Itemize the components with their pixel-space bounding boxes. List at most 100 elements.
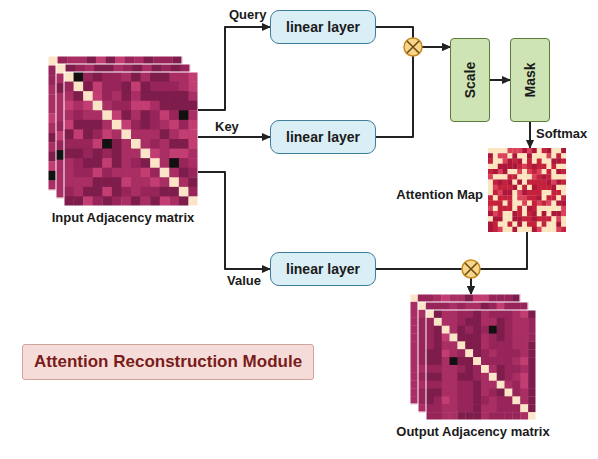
attention-cell [527, 185, 532, 191]
attention-cell [542, 148, 547, 154]
matrix-cell [504, 373, 512, 381]
matrix-cell [473, 341, 481, 349]
matrix-cell [410, 302, 418, 310]
matrix-cell [505, 326, 513, 334]
matrix-cell [426, 388, 434, 396]
matrix-cell [434, 349, 442, 357]
attention-cell [527, 153, 532, 159]
matrix-cell [441, 294, 449, 302]
matrix-cell [504, 388, 512, 396]
matrix-cell [520, 389, 528, 397]
matrix-cell [457, 404, 465, 412]
matrix-cell [74, 120, 84, 130]
attention-cell [547, 185, 552, 191]
matrix-cell [112, 120, 122, 130]
matrix-cell [410, 294, 418, 302]
matrix-cell [497, 381, 505, 389]
matrix-cell [497, 326, 505, 334]
matrix-cell [169, 72, 179, 82]
attention-cell [556, 148, 561, 154]
matrix-cell [465, 373, 473, 381]
matrix-cell [473, 318, 481, 326]
matrix-cell [520, 373, 528, 381]
linear-layer-box: linear layer [270, 252, 376, 286]
matrix-cell [449, 388, 457, 396]
matrix-cell [465, 404, 473, 412]
attention-cell [556, 190, 561, 196]
matrix-cell [121, 196, 131, 206]
attention-cell [547, 216, 552, 222]
matrix-cell [481, 365, 489, 373]
matrix-cell [418, 318, 426, 326]
attention-cell [547, 227, 552, 232]
matrix-cell [512, 404, 520, 412]
matrix-cell [457, 318, 465, 326]
matrix-cell [141, 168, 151, 178]
attention-cell [503, 222, 508, 228]
matrix-cell [473, 294, 481, 302]
attention-cell [493, 180, 498, 186]
matrix-cell [426, 333, 434, 341]
matrix-cell [426, 318, 434, 326]
attention-cell [522, 148, 527, 154]
matrix-cell [450, 389, 458, 397]
attention-cell [551, 148, 556, 154]
matrix-cell [512, 389, 520, 397]
matrix-cell [504, 373, 512, 381]
matrix-cell [442, 357, 450, 365]
attention-map-art [488, 148, 566, 232]
matrix-cell [465, 325, 473, 333]
matrix-cell [520, 381, 528, 389]
attention-cell [512, 211, 517, 217]
matrix-cell [505, 318, 513, 326]
matrix-cell [465, 357, 473, 365]
attention-cell [561, 206, 566, 212]
matrix-cell [112, 187, 122, 197]
attention-cell [498, 174, 503, 180]
matrix-cell [418, 381, 426, 389]
matrix-cell [473, 325, 481, 333]
matrix-cell [141, 91, 151, 101]
attention-cell [517, 164, 522, 170]
matrix-cell [188, 72, 198, 82]
matrix-cell [505, 357, 513, 365]
matrix-cell [188, 120, 198, 130]
matrix-border [48, 56, 182, 190]
matrix-cell [418, 388, 426, 396]
matrix-cell [64, 82, 74, 92]
matrix-cell [473, 373, 481, 381]
attention-cell [512, 195, 517, 201]
attention-cell [547, 206, 552, 212]
matrix-cell [160, 158, 170, 168]
matrix-cell [449, 333, 457, 341]
matrix-cell [418, 349, 426, 357]
attention-cell [561, 153, 566, 159]
matrix-cell [93, 129, 103, 139]
matrix-cell [481, 389, 489, 397]
matrix-cell [465, 396, 473, 404]
mask-box: Mask [510, 38, 550, 122]
attention-cell [537, 185, 542, 191]
matrix-cell [434, 318, 442, 326]
matrix-cell [426, 381, 434, 389]
matrix-cell [418, 357, 426, 365]
attention-cell [522, 164, 527, 170]
matrix-cell [512, 373, 520, 381]
matrix-border [418, 302, 528, 412]
matrix-cell [481, 294, 489, 302]
attention-cell [512, 153, 517, 159]
matrix-cell [481, 381, 489, 389]
edge-label: Value [226, 273, 262, 288]
matrix-cell [457, 365, 465, 373]
matrix-cell [434, 365, 442, 373]
matrix-cell [481, 404, 489, 412]
attention-cell [517, 190, 522, 196]
matrix-cell [481, 310, 489, 318]
matrix-cell [473, 333, 481, 341]
matrix-cell [489, 404, 497, 412]
matrix-cell [457, 310, 465, 318]
matrix-cell [512, 381, 520, 389]
input-matrix-art [48, 56, 198, 206]
matrix-cell [450, 357, 458, 365]
matrix-cell [426, 389, 434, 397]
